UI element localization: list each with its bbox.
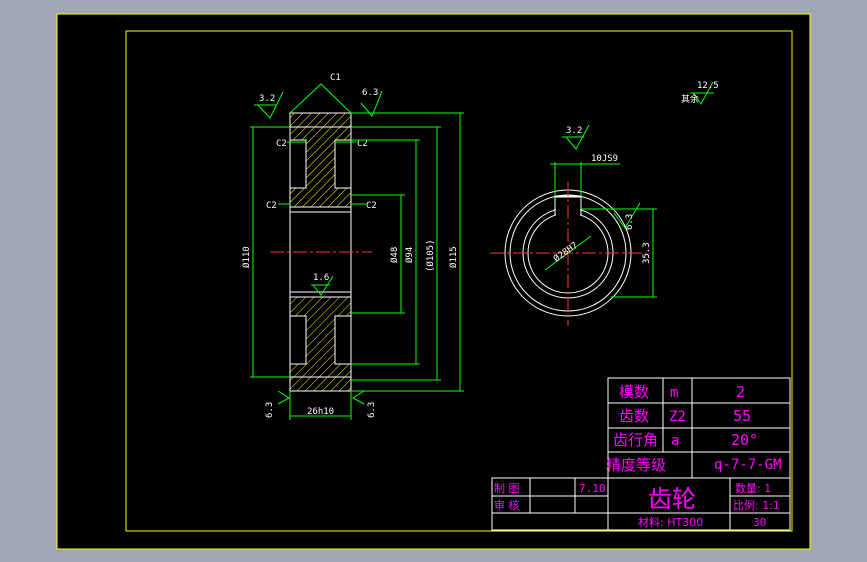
drawn-by-label: 制 图 [494,482,520,495]
checked-by-label: 审 核 [494,498,520,512]
drawing-sheet [56,13,811,550]
title-block [491,477,791,531]
pressure-angle-label: 齿行角 [613,431,658,449]
general-roughness-note: 12.5 其余 [681,81,719,105]
scale-field: 比例: 1:1 [733,498,780,512]
roughness-6-3-label: 6.3 [265,402,275,418]
chamfer-c2-label: C2 [266,201,277,211]
dim-keyheight-label: 35.3 [642,242,652,264]
dim-d48-label: Ø48 [389,247,400,263]
gear-tooth-top [289,112,352,128]
pressure-angle-symbol: a [671,433,679,449]
roughness-6-3-label: 6.3 [625,214,635,230]
gear-section-view: C1 C2 C2 C2 C2 Ø110 Ø48 Ø94 (Ø105) [241,73,464,420]
dim-width-label: 26h10 [307,407,334,417]
roughness-3-2-label: 3.2 [566,126,582,136]
dim-d115-label: Ø115 [448,246,459,268]
module-symbol: m [670,385,678,401]
drawn-date: 7.10 [579,482,606,495]
roughness-12-5-label: 12.5 [697,81,719,91]
dim-od110-label: Ø110 [241,246,252,268]
teeth-value: 55 [733,407,751,425]
roughness-other-label: 其余 [681,93,699,105]
pressure-angle-value: 20° [731,431,758,449]
dim-d94-label: Ø94 [404,247,415,263]
chamfer-c2-label: C2 [357,139,368,149]
quantity-field: 数量: 1 [735,482,771,495]
inner-frame [125,30,793,532]
gear-tooth-bottom [289,376,352,392]
roughness-1-6-label: 1.6 [313,273,329,283]
gear-parameter-table [607,377,791,479]
precision-value: q-7-7-GM [714,457,781,473]
part-name: 齿轮 [648,485,696,513]
roughness-3-2-label: 3.2 [259,94,275,104]
module-value: 2 [736,383,745,401]
material-field: 材料: HT300 [638,515,703,529]
roughness-6-3-label: 6.3 [362,88,378,98]
chamfer-c2-label: C2 [366,201,377,211]
teeth-symbol: Z2 [669,409,686,425]
module-label: 模数 [619,383,649,401]
sheet-number: 30 [753,516,766,529]
dim-keyway-label: 10JS9 [591,154,618,164]
teeth-label: 齿数 [619,407,649,425]
chamfer-c1-label: C1 [330,73,341,83]
chamfer-c2-label: C2 [276,139,287,149]
dim-d105-label: (Ø105) [425,239,436,272]
roughness-6-3-label: 6.3 [367,402,377,418]
precision-label: 精度等级 [606,456,666,474]
